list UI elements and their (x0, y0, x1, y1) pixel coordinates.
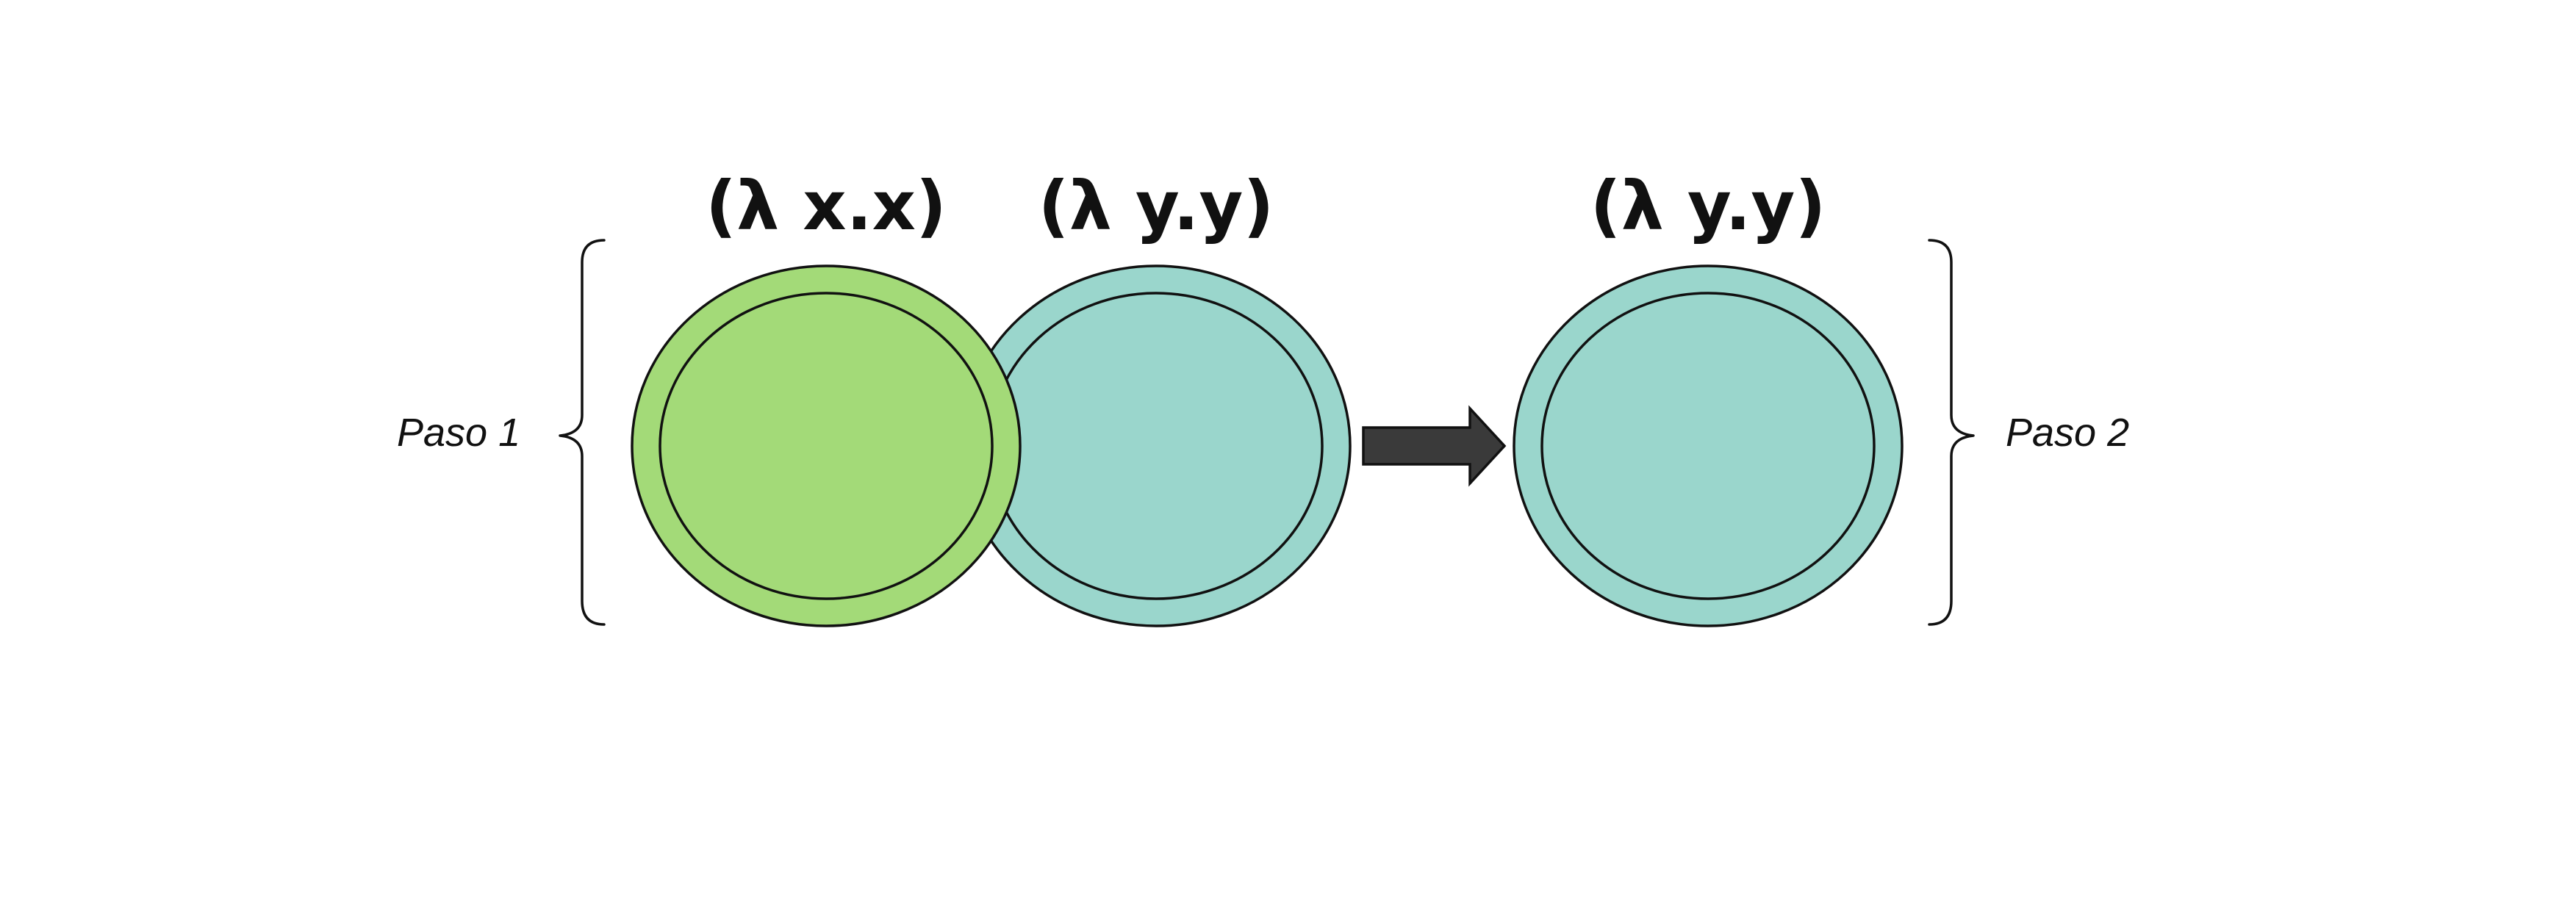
middle-term-label: (λ y.y) (1038, 167, 1274, 245)
green-inner-ring (659, 292, 994, 600)
step1-label: Paso 1 (397, 411, 520, 455)
step2-brace (1928, 239, 1975, 626)
teal-lambda-circle-step1 (961, 264, 1352, 627)
reduction-arrow-icon (1362, 405, 1507, 487)
result-inner-ring (1540, 292, 1876, 600)
right-term-label: (λ y.y) (1590, 167, 1826, 245)
step1-brace (559, 239, 606, 626)
step2-label: Paso 2 (2006, 411, 2129, 455)
green-lambda-circle (631, 264, 1022, 627)
teal-inner-ring (989, 292, 1324, 600)
teal-lambda-circle-step2 (1513, 264, 1904, 627)
left-term-label: (λ x.x) (706, 167, 947, 245)
